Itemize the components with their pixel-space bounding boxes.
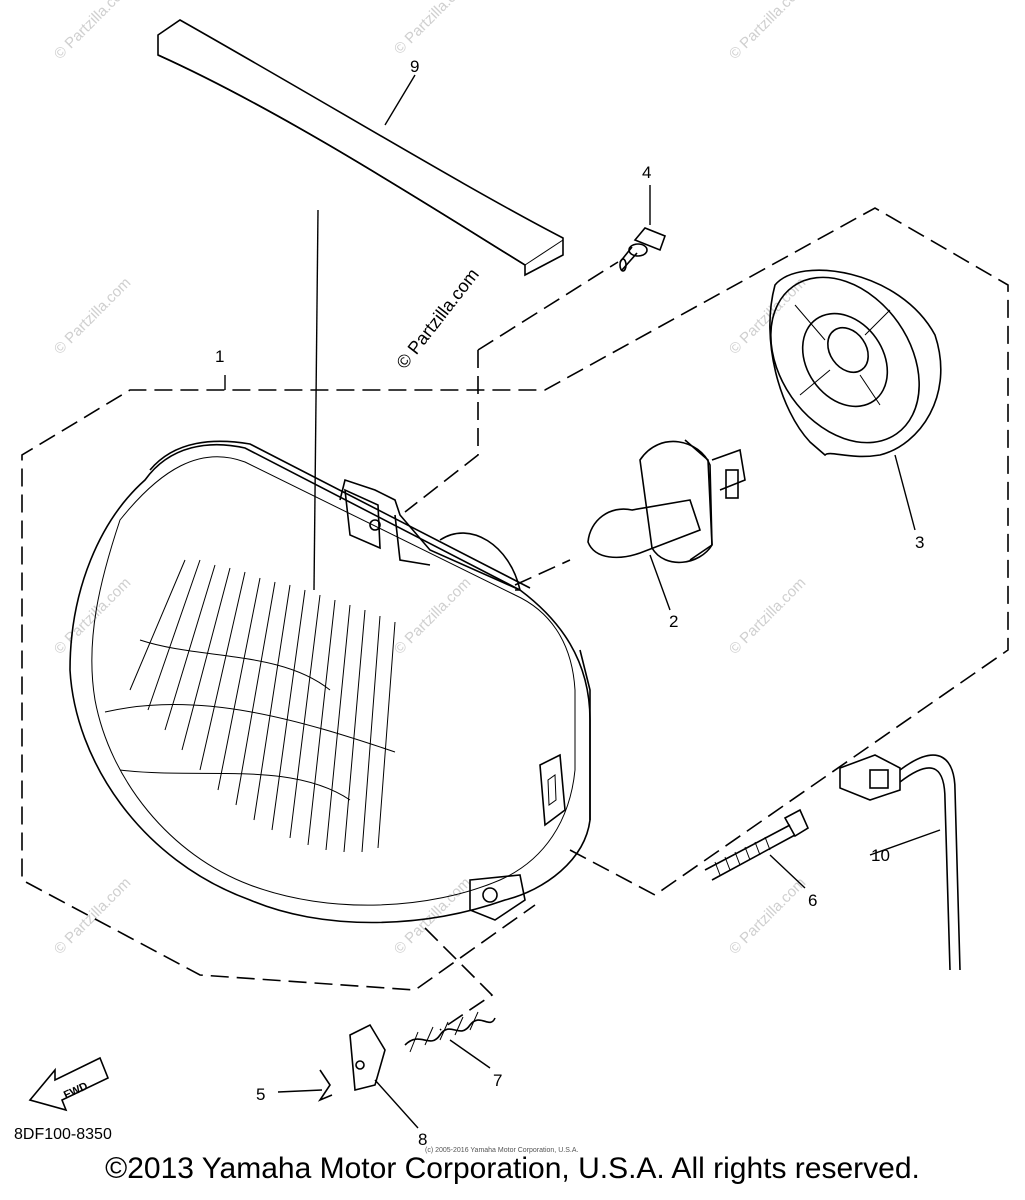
watermarks: © Partzilla.com © Partzilla.com © Partzi… bbox=[51, 0, 809, 958]
part-1-headlight-body[interactable] bbox=[69, 440, 591, 924]
part-7-spring[interactable] bbox=[404, 1011, 496, 1053]
part-2-bulb[interactable] bbox=[587, 439, 746, 564]
watermark-text: © Partzilla.com bbox=[391, 874, 474, 957]
callout-4: 4 bbox=[642, 163, 651, 182]
assembly-boundary bbox=[21, 207, 1009, 1031]
watermark-text: © Partzilla.com bbox=[726, 0, 809, 63]
watermark-text: © Partzilla.com bbox=[726, 574, 809, 657]
small-copyright-note: (c) 2005-2016 Yamaha Motor Corporation, … bbox=[425, 1147, 579, 1154]
watermark-text: © Partzilla.com bbox=[51, 0, 134, 63]
watermark-text: © Partzilla.com bbox=[391, 0, 474, 58]
lens-pattern bbox=[104, 559, 396, 853]
part-5-pin-clip[interactable] bbox=[317, 1069, 333, 1102]
fwd-arrow-icon: FWD bbox=[28, 1056, 110, 1112]
callout-7: 7 bbox=[493, 1071, 502, 1090]
copyright-notice: ©2013 Yamaha Motor Corporation, U.S.A. A… bbox=[105, 1152, 920, 1185]
callout-2: 2 bbox=[669, 612, 678, 631]
callout-10: 10 bbox=[871, 846, 890, 865]
callout-1: 1 bbox=[215, 347, 224, 366]
watermark-text: © Partzilla.com bbox=[726, 274, 809, 357]
watermark-text: © Partzilla.com bbox=[726, 874, 809, 957]
fwd-label: FWD bbox=[62, 1080, 90, 1101]
part-code: 8DF100-8350 bbox=[14, 1126, 112, 1143]
watermark-text: © Partzilla.com bbox=[51, 274, 134, 357]
callout-5: 5 bbox=[256, 1085, 265, 1104]
callout-6: 6 bbox=[808, 891, 817, 910]
part-9-reflector-strip[interactable] bbox=[157, 19, 564, 277]
part-10-wire-harness[interactable] bbox=[839, 754, 961, 971]
watermark-text: © Partzilla.com bbox=[51, 874, 134, 957]
part-4-grommet[interactable] bbox=[619, 227, 667, 272]
callout-9: 9 bbox=[410, 57, 419, 76]
part-3-socket-cover[interactable] bbox=[740, 249, 950, 471]
callout-3: 3 bbox=[915, 533, 924, 552]
callout-8: 8 bbox=[418, 1130, 427, 1149]
watermark-text-dark: © Partzilla.com bbox=[392, 265, 482, 373]
part-8-nut-clip[interactable] bbox=[349, 1023, 386, 1092]
part-6-screw[interactable] bbox=[704, 808, 810, 881]
callouts: 1 2 3 4 5 6 7 8 9 10 bbox=[215, 57, 924, 1149]
leader-lines bbox=[224, 74, 941, 1129]
watermark-text: © Partzilla.com bbox=[391, 574, 474, 657]
